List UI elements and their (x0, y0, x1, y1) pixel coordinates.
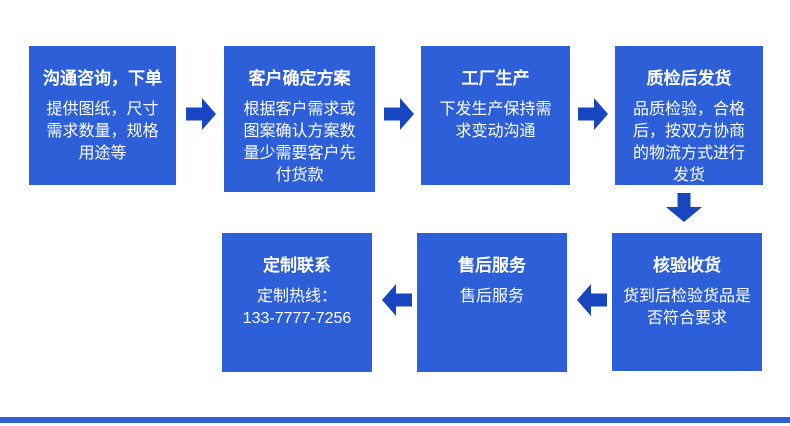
step-title: 工厂生产 (461, 69, 530, 88)
step-description: 提供图纸，尺寸 需求数量，规格 用途等 (46, 101, 159, 162)
step-title: 质检后发货 (646, 69, 732, 88)
step-box-factory-production: 工厂生产 下发生产保持需 求变动沟通 (421, 46, 570, 185)
step-title: 核验收货 (653, 256, 721, 275)
step-title: 客户确定方案 (248, 69, 351, 88)
step-description: 货到后检验货品是 否符合要求 (622, 288, 751, 327)
arrow-left-icon (382, 284, 412, 316)
step-description: 品质检验，合格 后，按双方协商 的物流方式进行 发货 (632, 101, 745, 184)
step-box-after-sales: 售后服务 售后服务 (417, 233, 567, 372)
step-box-qc-shipping: 质检后发货 品质检验，合格 后，按双方协商 的物流方式进行 发货 (615, 46, 763, 185)
step-box-receive-inspect: 核验收货 货到后检验货品是 否符合要求 (612, 233, 762, 371)
step-title: 沟通咨询，下单 (43, 69, 162, 88)
step-title: 定制联系 (263, 256, 331, 275)
step-title: 售后服务 (458, 256, 526, 275)
step-box-custom-contact: 定制联系 定制热线： 133-7777-7256 (222, 233, 372, 372)
arrow-right-icon (186, 98, 216, 130)
arrow-right-icon (578, 98, 608, 130)
step-description: 售后服务 (459, 288, 524, 305)
step-description: 根据客户需求或 图案确认方案数 量少需要客户先 付货款 (243, 101, 356, 184)
arrow-left-icon (577, 284, 607, 316)
step-box-confirm-plan: 客户确定方案 根据客户需求或 图案确认方案数 量少需要客户先 付货款 (224, 46, 375, 192)
step-hotline: 定制热线： 133-7777-7256 (242, 288, 352, 327)
step-description: 下发生产保持需 求变动沟通 (439, 101, 552, 140)
arrow-down-icon (666, 193, 702, 222)
step-box-consult-order: 沟通咨询，下单 提供图纸，尺寸 需求数量，规格 用途等 (29, 46, 176, 185)
arrow-right-icon (384, 98, 414, 130)
bottom-accent-bar (0, 417, 790, 423)
